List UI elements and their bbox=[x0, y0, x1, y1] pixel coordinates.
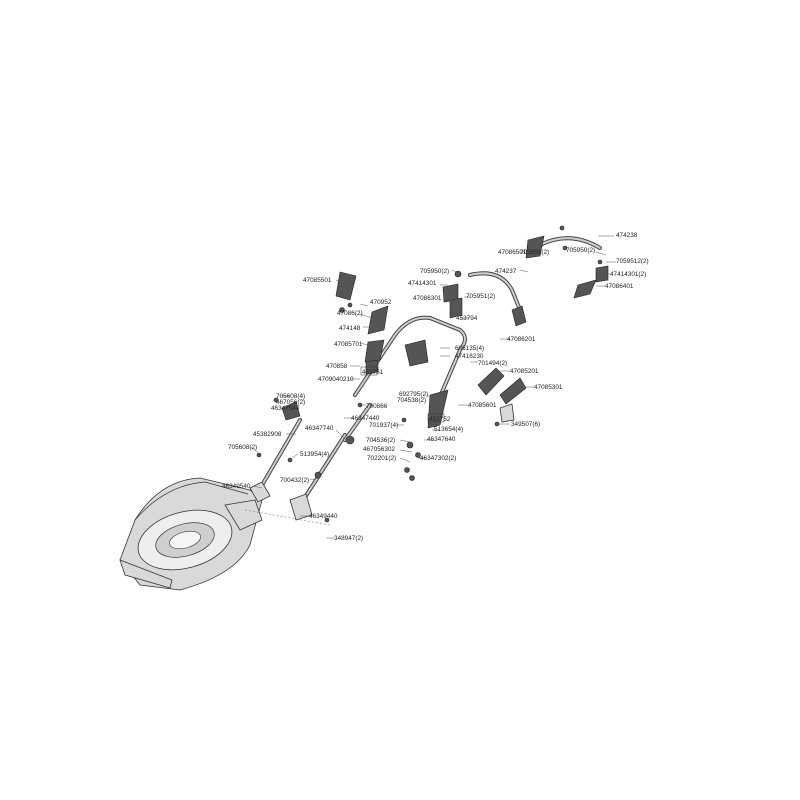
part-label: 47086301 bbox=[413, 295, 442, 302]
part-label: 47085601 bbox=[468, 402, 497, 409]
part-label: 47085301 bbox=[534, 384, 563, 391]
part-label: 46349540 bbox=[222, 483, 251, 490]
part-label: 704536(2) bbox=[366, 437, 395, 444]
part-label: 700432(2) bbox=[280, 477, 309, 484]
leader-lines bbox=[249, 235, 616, 539]
part-label: 701494(2) bbox=[478, 360, 507, 367]
part-label: 702201(2) bbox=[367, 455, 396, 462]
part-label: 46347640 bbox=[427, 436, 456, 443]
part-label: 47085501 bbox=[303, 277, 332, 284]
part-label: 348947(2) bbox=[334, 535, 363, 542]
part-label: 705950(2) bbox=[566, 247, 595, 254]
part-label: 705951(2) bbox=[520, 249, 549, 256]
part-label: 467056(2) bbox=[276, 399, 305, 406]
part-label: 47085201 bbox=[510, 368, 539, 375]
part-label: 453794 bbox=[456, 315, 478, 322]
upper-handle bbox=[468, 236, 602, 312]
part-label: 47086401 bbox=[605, 283, 634, 290]
part-label: 606135(4) bbox=[455, 345, 484, 352]
part-label: 474148 bbox=[339, 325, 361, 332]
part-label: 46347302(2) bbox=[420, 455, 456, 462]
part-label: 701937(4) bbox=[369, 422, 398, 429]
part-label: 47086(2) bbox=[337, 310, 363, 317]
part-label: 513954(4) bbox=[300, 451, 329, 458]
mower-deck bbox=[119, 477, 331, 591]
lower-handle-right bbox=[289, 433, 347, 521]
part-label: 470952 bbox=[370, 299, 392, 306]
part-label: 700866 bbox=[366, 403, 388, 410]
part-label: 47414301(2) bbox=[610, 271, 646, 278]
handle-clamp-parts bbox=[335, 225, 609, 375]
part-label: 467056302 bbox=[363, 446, 395, 453]
part-label: 46347740 bbox=[305, 425, 334, 432]
part-label: 47414301 bbox=[408, 280, 437, 287]
part-label: 45382908 bbox=[253, 431, 282, 438]
part-label: 47085701 bbox=[334, 341, 363, 348]
part-label: 513654(4) bbox=[434, 426, 463, 433]
part-label: 453752 bbox=[429, 416, 451, 423]
part-label: 705608(2) bbox=[228, 444, 257, 451]
part-labels: 474238 47086501 705950(2) 705951(2) 4742… bbox=[222, 232, 649, 542]
part-label: 349507(6) bbox=[511, 421, 540, 428]
part-label: 453751 bbox=[362, 369, 384, 376]
part-label: 705951(2) bbox=[466, 293, 495, 300]
part-label: 474238 bbox=[616, 232, 638, 239]
part-label: 47086201 bbox=[507, 336, 536, 343]
part-label: 470858 bbox=[326, 363, 348, 370]
part-label: 704538(2) bbox=[397, 397, 426, 404]
lower-handle-left bbox=[249, 418, 302, 503]
part-label: 47086501 bbox=[498, 249, 527, 256]
part-label: 46347440 bbox=[351, 415, 380, 422]
part-label: 46347540 bbox=[271, 405, 300, 412]
part-label: 46349440 bbox=[309, 513, 338, 520]
part-label: 4709040210 bbox=[318, 376, 354, 383]
part-label: 7059512(2) bbox=[616, 258, 649, 265]
part-label: 705608(4) bbox=[276, 393, 305, 400]
part-label: 474237 bbox=[495, 268, 517, 275]
part-label: 47416230 bbox=[455, 353, 484, 360]
part-label: 692795(2) bbox=[399, 391, 428, 398]
part-label: 705950(2) bbox=[420, 268, 449, 275]
rear-covers bbox=[427, 367, 527, 429]
middle-handle bbox=[343, 315, 467, 442]
